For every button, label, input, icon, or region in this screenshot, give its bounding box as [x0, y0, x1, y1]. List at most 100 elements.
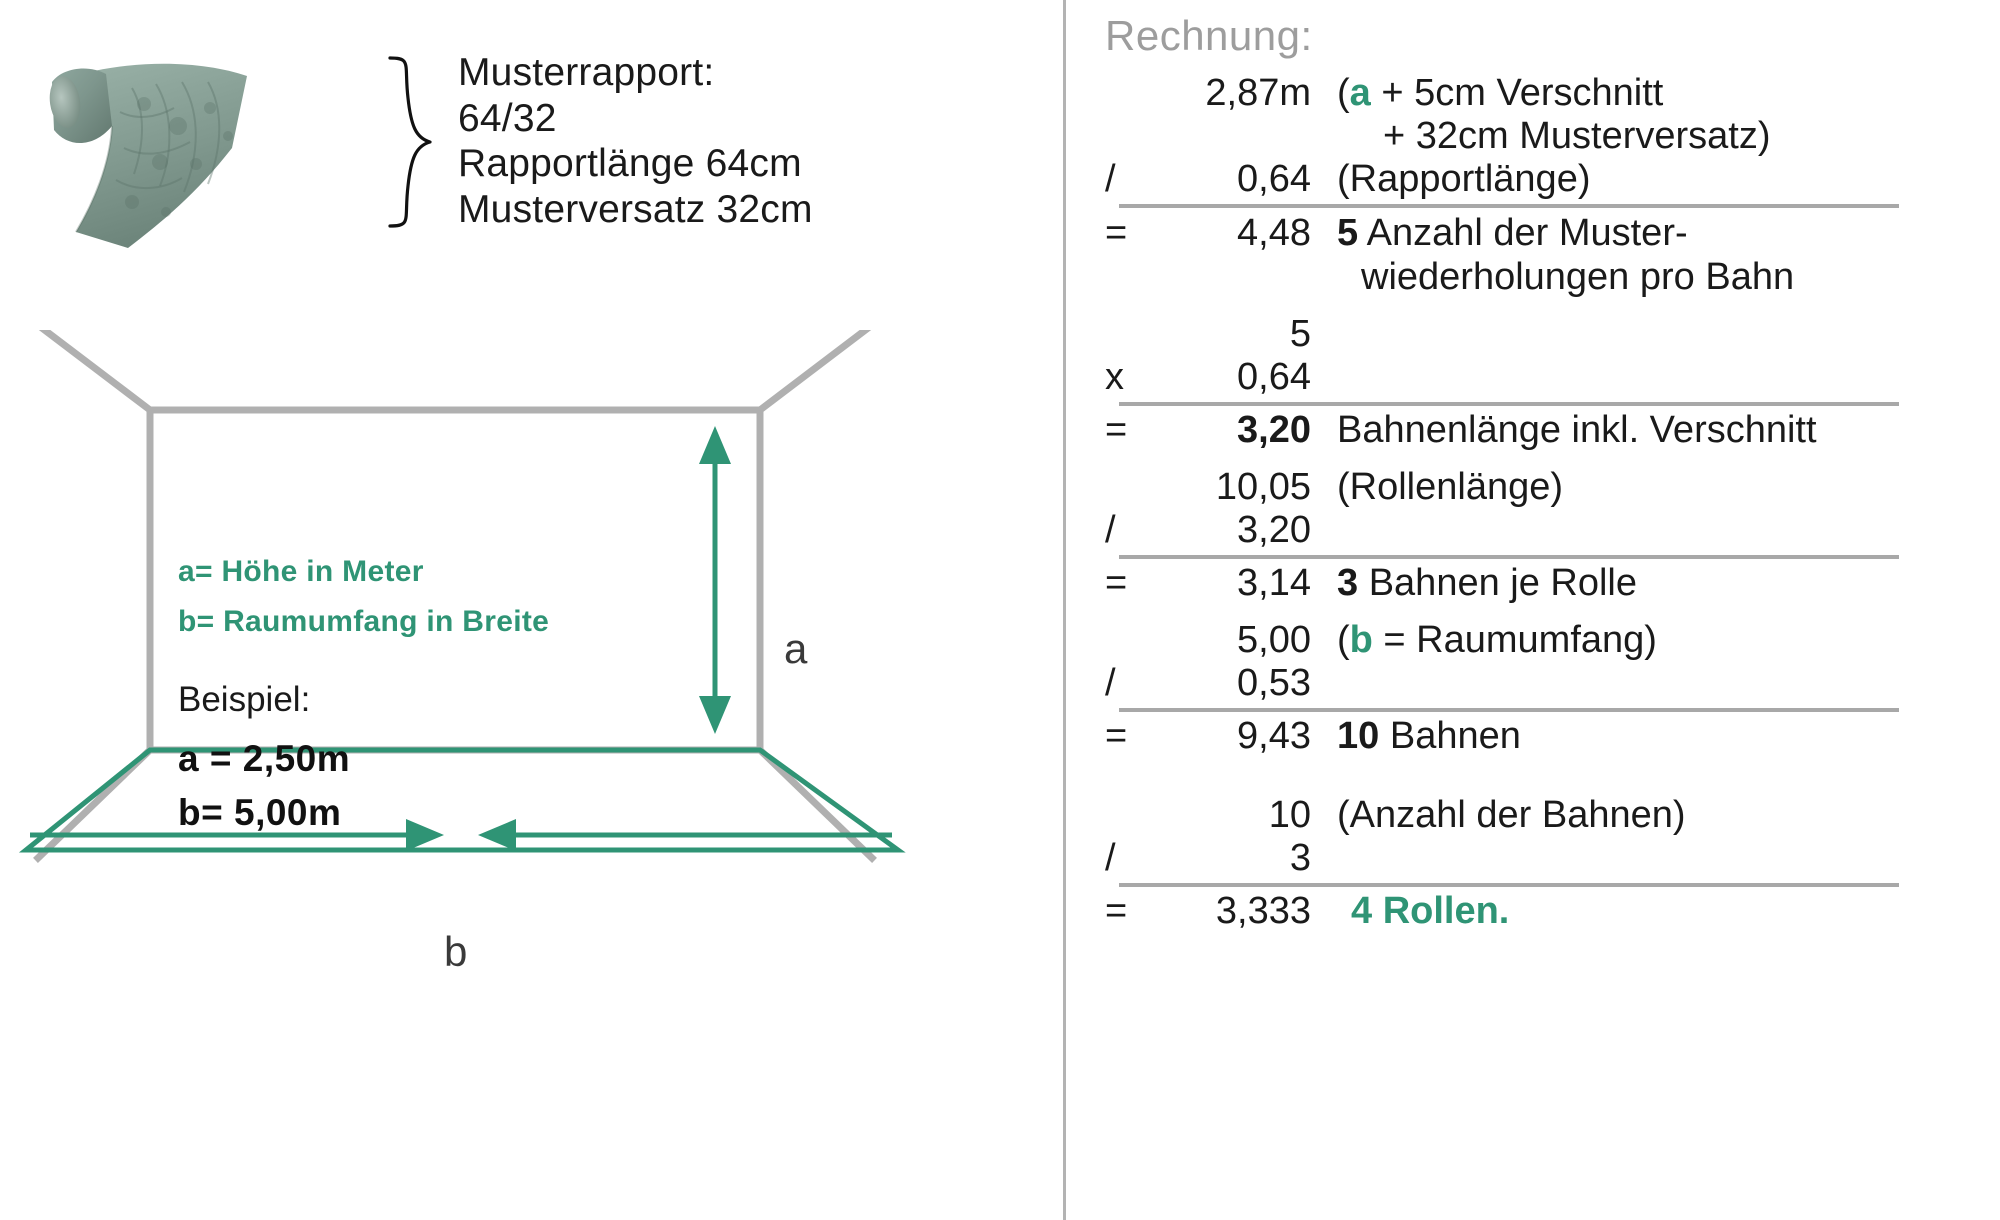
panel-divider [1063, 0, 1066, 1220]
calc-operator: / [1105, 662, 1116, 705]
spacer [1105, 299, 1995, 313]
dimension-label-b: b [444, 928, 468, 975]
calc-number: 9,43 [1237, 715, 1311, 758]
result-label-2: wiederholungen pro Bahn [1361, 256, 1795, 299]
spacer [1105, 605, 1995, 619]
curly-brace-icon [382, 52, 452, 232]
calc-text: (Anzahl der Bahnen) [1337, 794, 1686, 837]
calc-number: 4,48 [1237, 212, 1311, 254]
calc-text: (a + 5cm Verschnitt [1311, 72, 1663, 115]
right-panel: Rechnung: 2,87m (a + 5cm Verschnitt + 32… [1063, 0, 2000, 1220]
calc-operator: x [1105, 356, 1124, 399]
variable-a: a [1349, 72, 1371, 114]
example-title: Beispiel: [178, 680, 311, 719]
spacer [1105, 452, 1995, 466]
calc-operator: = [1105, 890, 1128, 933]
calc-text: (b = Raumumfang) [1311, 619, 1657, 662]
musterrapport-text-block: Musterrapport: 64/32 Rapportlänge 64cm M… [458, 50, 978, 233]
height-arrow [699, 426, 731, 734]
calc-result-line: = 3,333 4 Rollen. [1105, 890, 1995, 933]
calc-line: 10 (Anzahl der Bahnen) [1105, 794, 1995, 837]
calc-step-2: 5 x 0,64 = 3,20 Bahnenlänge inkl. Versch… [1105, 313, 1995, 452]
calc-number: 2,87m [1205, 72, 1311, 114]
calc-line: / 3,20 [1105, 509, 1995, 552]
calc-operator: / [1105, 837, 1116, 880]
rapportlaenge-line: Rapportlänge 64cm [458, 142, 802, 186]
calc-result-line: = 3,20 Bahnenlänge inkl. Verschnitt [1105, 409, 1995, 452]
calc-step-1: 2,87m (a + 5cm Verschnitt + 32cm Musterv… [1105, 72, 1995, 299]
calc-result-text: 3 Bahnen je Rolle [1311, 562, 1637, 605]
result-value: 10 [1337, 715, 1380, 758]
calc-operator: = [1105, 212, 1128, 254]
musterrapport-label: Musterrapport: [458, 51, 715, 94]
calc-number: 0,64 [1237, 158, 1311, 200]
calc-line: / 0,64 (Rapportlänge) [1105, 158, 1995, 201]
calc-line: 2,87m (a + 5cm Verschnitt [1105, 72, 1995, 115]
calc-number: 3,14 [1237, 562, 1311, 605]
paren-open: ( [1337, 619, 1350, 662]
legend-width-label: b= Raumumfang in Breite [178, 605, 550, 638]
calc-number: 10 [1268, 794, 1311, 837]
variable-b: b [1349, 619, 1373, 662]
room-diagram [0, 320, 960, 1030]
calc-result-text: Bahnenlänge inkl. Verschnitt [1337, 409, 1817, 452]
calc-rule [1119, 204, 1899, 208]
calc-text: + 32cm Musterversatz) [1383, 115, 1771, 157]
musterrapport-value: 64/32 [458, 96, 557, 140]
left-panel: Musterrapport: 64/32 Rapportlänge 64cm M… [0, 50, 978, 1030]
result-value: 3 [1337, 562, 1359, 605]
calc-text: (Rapportlänge) [1337, 158, 1591, 200]
result-label: Bahnen je Rolle [1368, 562, 1638, 605]
calc-number: 0,53 [1237, 662, 1311, 705]
example-b-value: b= 5,00m [178, 792, 342, 833]
calc-operator: = [1105, 562, 1128, 605]
calc-number: 0,64 [1237, 356, 1311, 399]
calc-line: + 32cm Musterversatz) [1105, 115, 1995, 158]
calculation-title: Rechnung: [1105, 12, 1313, 59]
calc-result-text: 10 Bahnen [1311, 715, 1521, 758]
calc-text-rest: = Raumumfang) [1372, 619, 1657, 662]
calc-result-line: = 9,43 10 Bahnen [1105, 715, 1995, 758]
calc-number: 3,333 [1215, 890, 1311, 933]
spacer [1105, 758, 1995, 794]
result-label: Bahnen [1389, 715, 1521, 758]
calc-operator: / [1105, 509, 1116, 552]
calc-line: 5,00 (b = Raumumfang) [1105, 619, 1995, 662]
calc-rule [1119, 883, 1899, 888]
dimension-label-a: a [784, 625, 808, 672]
calc-number: 3,20 [1237, 509, 1311, 552]
calc-line: / 0,53 [1105, 662, 1995, 705]
musterversatz-line: Musterversatz 32cm [458, 187, 813, 231]
result-value: 5 [1337, 212, 1359, 254]
width-arrow [30, 819, 892, 851]
calc-operator: / [1105, 158, 1116, 200]
calc-rule [1119, 708, 1899, 713]
calc-text: (Rollenlänge) [1337, 466, 1564, 509]
calc-step-5: 10 (Anzahl der Bahnen) / 3 = 3,333 4 Rol… [1105, 794, 1995, 933]
calc-step-4: 5,00 (b = Raumumfang) / 0,53 = 9,43 10 B… [1105, 619, 1995, 758]
calc-number: 5 [1289, 313, 1311, 356]
calc-line: 5 [1105, 313, 1995, 356]
calc-rule [1119, 555, 1899, 560]
calc-operator: = [1105, 715, 1128, 758]
legend-height-label: a= Höhe in Meter [178, 555, 424, 588]
calc-result-line: = 3,14 3 Bahnen je Rolle [1105, 562, 1995, 605]
result-label: Anzahl der Muster- [1366, 212, 1688, 254]
calc-number: 3,20 [1237, 409, 1311, 452]
calc-number: 5,00 [1237, 619, 1311, 662]
calculation-list: 2,87m (a + 5cm Verschnitt + 32cm Musterv… [1105, 72, 1995, 933]
calc-operator: = [1105, 409, 1128, 452]
calc-result-line: = 4,48 5 Anzahl der Muster- wiederholung… [1105, 211, 1995, 299]
calc-number: 10,05 [1215, 466, 1311, 509]
calc-number: 3 [1289, 837, 1311, 880]
wallpaper-roll-icon [32, 52, 332, 262]
calc-step-3: 10,05 (Rollenlänge) / 3,20 = 3,14 3 Bahn… [1105, 466, 1995, 605]
calc-text-rest: + 5cm Verschnitt [1370, 72, 1664, 114]
calc-result-text: 5 Anzahl der Muster- wiederholungen pro … [1311, 211, 1794, 299]
calc-line: / 3 [1105, 837, 1995, 880]
calc-line: x 0,64 [1105, 356, 1995, 399]
paren-open: ( [1337, 72, 1350, 114]
example-a-value: a = 2,50m [178, 738, 351, 779]
calc-line: 10,05 (Rollenlänge) [1105, 466, 1995, 509]
